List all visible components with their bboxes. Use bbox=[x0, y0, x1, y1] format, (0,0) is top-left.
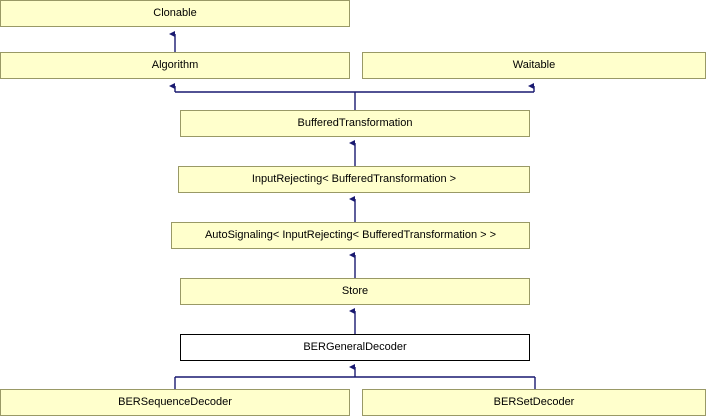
node-bersetdecoder[interactable]: BERSetDecoder bbox=[362, 389, 706, 416]
node-waitable[interactable]: Waitable bbox=[362, 52, 706, 79]
edge-bufferedtransformation-to-parents bbox=[169, 83, 535, 110]
node-algorithm[interactable]: Algorithm bbox=[0, 52, 350, 79]
node-label: AutoSignaling< InputRejecting< BufferedT… bbox=[204, 229, 497, 241]
node-label: BufferedTransformation bbox=[297, 117, 413, 129]
edge-berdecoders-to-bergeneraldecoder bbox=[174, 364, 536, 389]
node-label: Algorithm bbox=[151, 59, 199, 71]
node-label: BERSetDecoder bbox=[493, 396, 575, 408]
node-bergeneraldecoder[interactable]: BERGeneralDecoder bbox=[180, 334, 530, 361]
node-bufferedtransformation[interactable]: BufferedTransformation bbox=[180, 110, 530, 137]
node-label: BERGeneralDecoder bbox=[303, 341, 407, 353]
node-label: BERSequenceDecoder bbox=[118, 396, 232, 408]
node-inputrejecting[interactable]: InputRejecting< BufferedTransformation > bbox=[178, 166, 530, 193]
node-store[interactable]: Store bbox=[180, 278, 530, 305]
node-label: Waitable bbox=[512, 59, 556, 71]
node-label: InputRejecting< BufferedTransformation > bbox=[251, 173, 457, 185]
node-bersequencedecoder[interactable]: BERSequenceDecoder bbox=[0, 389, 350, 416]
node-autosignaling[interactable]: AutoSignaling< InputRejecting< BufferedT… bbox=[171, 222, 530, 249]
node-label: Clonable bbox=[153, 7, 197, 19]
node-label: Store bbox=[341, 285, 369, 297]
node-clonable[interactable]: Clonable bbox=[0, 0, 350, 27]
